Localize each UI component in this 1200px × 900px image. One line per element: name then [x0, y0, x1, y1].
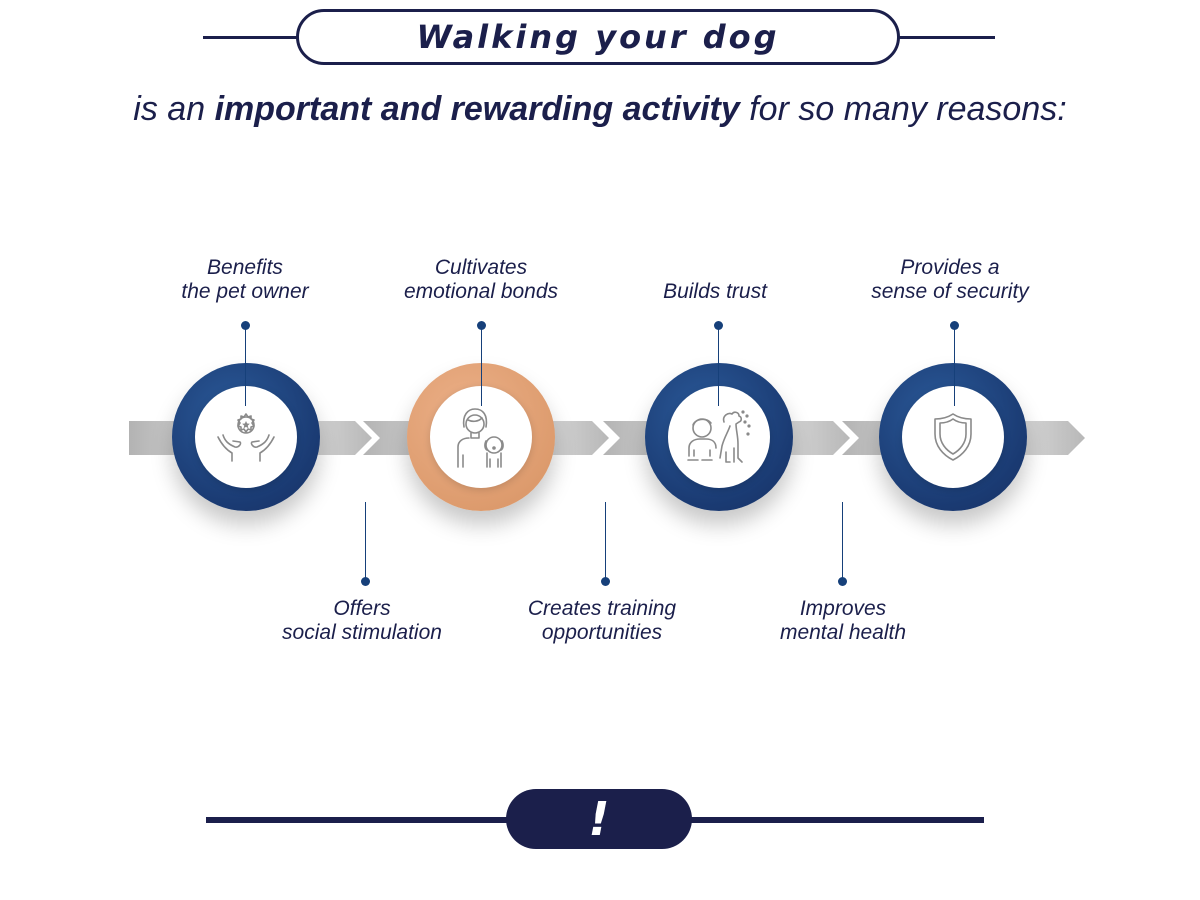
- subtitle: is an important and rewarding activity f…: [0, 90, 1200, 129]
- shield-icon: [934, 413, 972, 461]
- bottom-stem-1: [365, 502, 366, 582]
- subtitle-bold: important and rewarding activity: [214, 90, 740, 128]
- boy-and-dog-icon: [687, 410, 751, 463]
- title-line-left: [203, 36, 298, 39]
- bottom-dot-2: [601, 577, 610, 586]
- person-with-dog-icon: [457, 408, 504, 468]
- circle-builds-trust: [645, 363, 793, 511]
- top-stem-4: [954, 326, 955, 406]
- page-title: Walking your dog: [416, 18, 780, 56]
- bottom-stem-3: [842, 502, 843, 582]
- circle-security: [879, 363, 1027, 511]
- subtitle-pre: is an: [133, 90, 215, 128]
- title-banner: Walking your dog: [296, 9, 900, 65]
- bottom-stem-2: [605, 502, 606, 582]
- bottom-dot-3: [838, 577, 847, 586]
- bottom-dot-1: [361, 577, 370, 586]
- title-line-right: [898, 36, 995, 39]
- circle-benefits-owner: [172, 363, 320, 511]
- top-dot-3: [714, 321, 723, 330]
- top-dot-4: [950, 321, 959, 330]
- hands-badge-icon: [217, 413, 275, 462]
- top-stem-2: [481, 326, 482, 406]
- label-builds-trust: Builds trust: [663, 280, 767, 303]
- footer-badge: !: [506, 789, 692, 849]
- top-dot-1: [241, 321, 250, 330]
- top-stem-1: [245, 326, 246, 406]
- top-stem-3: [718, 326, 719, 406]
- exclamation-icon: !: [588, 792, 610, 846]
- subtitle-post: for so many reasons:: [739, 90, 1067, 128]
- top-dot-2: [477, 321, 486, 330]
